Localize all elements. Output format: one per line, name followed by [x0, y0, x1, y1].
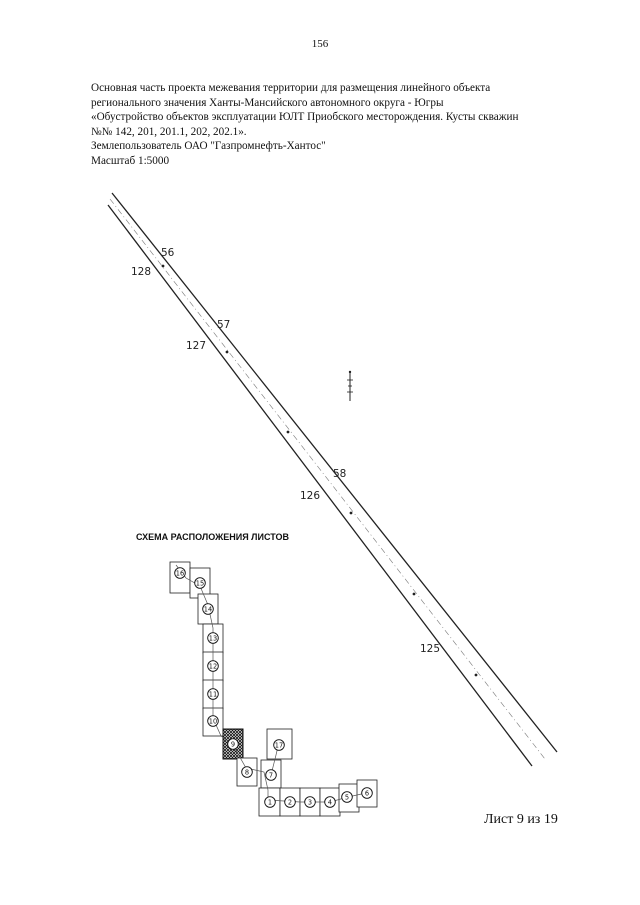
sheet-number-11: 11 — [207, 688, 219, 700]
header-line-2: регионального значения Ханты-Мансийского… — [91, 96, 444, 109]
boundary-line-outer — [111, 192, 558, 753]
sheet-number-16: 16 — [174, 567, 186, 579]
page-number: 156 — [311, 38, 329, 50]
svg-text:7: 7 — [269, 771, 273, 779]
point-label-128: 128 — [131, 266, 151, 278]
boundary-line-inner — [107, 204, 533, 767]
scheme-title: СХЕМА РАСПОЛОЖЕНИЯ ЛИСТОВ — [136, 532, 289, 542]
sheet-number-10: 10 — [207, 715, 219, 727]
sheet-number-8: 8 — [241, 766, 253, 778]
sheet-number-3: 3 — [304, 796, 316, 808]
axis-line — [109, 198, 546, 760]
sheet-number-1: 1 — [264, 796, 276, 808]
point-label-58: 58 — [333, 468, 346, 480]
point-marker — [286, 430, 290, 434]
sheet-number-7: 7 — [265, 769, 277, 781]
svg-text:9: 9 — [231, 740, 235, 748]
svg-text:11: 11 — [209, 690, 217, 698]
header-line-land-user: Землепользователь ОАО "Газпромнефть-Хант… — [91, 140, 326, 153]
header-line-4: №№ 142, 201, 201.1, 202, 202.1». — [91, 125, 247, 138]
svg-text:14: 14 — [204, 605, 212, 613]
point-marker — [161, 264, 165, 268]
header-line-1: Основная часть проекта межевания террито… — [91, 82, 491, 94]
point-label-57: 57 — [217, 319, 230, 331]
header-line-3: «Обустройство объектов эксплуатации ЮЛТ … — [91, 111, 519, 124]
sheet-counter: Лист 9 из 19 — [484, 812, 558, 827]
point-label-126: 126 — [300, 490, 320, 502]
corridor-boundary — [107, 192, 558, 767]
svg-text:5: 5 — [345, 793, 349, 801]
svg-text:1: 1 — [268, 798, 272, 806]
svg-text:6: 6 — [365, 789, 369, 797]
sheet-number-2: 2 — [284, 796, 296, 808]
north-arrow-icon — [347, 370, 353, 401]
svg-text:2: 2 — [288, 798, 292, 806]
svg-text:15: 15 — [196, 579, 204, 587]
point-label-125: 125 — [420, 643, 440, 655]
svg-text:10: 10 — [209, 717, 217, 725]
svg-text:8: 8 — [245, 768, 249, 776]
svg-text:12: 12 — [209, 662, 217, 670]
sheet-number-14: 14 — [202, 603, 214, 615]
svg-text:3: 3 — [308, 798, 312, 806]
svg-text:4: 4 — [328, 798, 332, 806]
point-label-56: 56 — [161, 247, 175, 259]
sheet-number-13: 13 — [207, 632, 219, 644]
svg-text:13: 13 — [209, 634, 217, 642]
svg-text:17: 17 — [275, 741, 283, 749]
svg-text:16: 16 — [176, 569, 184, 577]
sheet-numbers: 16 15 14 13 12 11 10 9 — [174, 567, 373, 808]
sheet-number-9: 9 — [227, 738, 239, 750]
document-header: Основная часть проекта межевания террито… — [91, 81, 561, 169]
header-line-scale: Масштаб 1:5000 — [91, 154, 170, 167]
sheet-number-4: 4 — [324, 796, 336, 808]
boundary-points — [161, 264, 478, 677]
sheet-number-12: 12 — [207, 660, 219, 672]
point-marker — [225, 350, 229, 354]
sheet-number-17: 17 — [273, 739, 285, 751]
point-marker — [474, 673, 478, 677]
sheet-number-15: 15 — [194, 577, 206, 589]
point-marker — [412, 592, 416, 596]
point-marker — [349, 511, 353, 515]
sheet-number-5: 5 — [341, 791, 353, 803]
sheet-number-6: 6 — [361, 787, 373, 799]
point-label-127: 127 — [186, 340, 206, 352]
